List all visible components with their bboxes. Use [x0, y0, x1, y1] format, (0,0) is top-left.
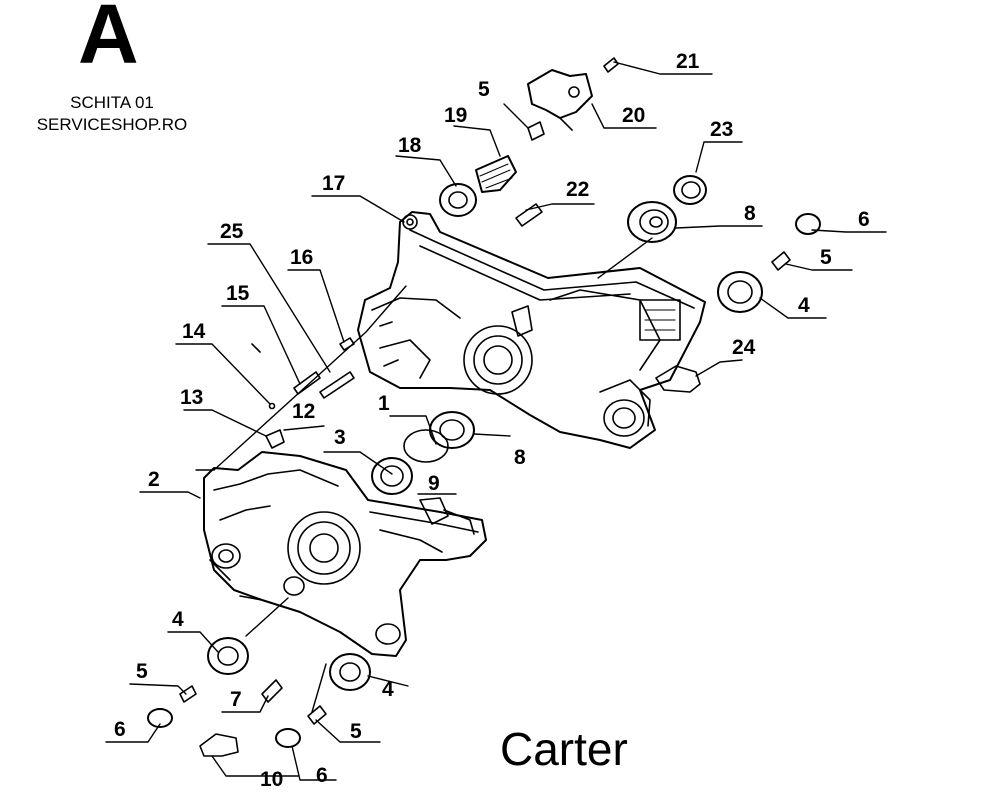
crankcase-left-half	[203, 451, 487, 657]
callout-4-right: 4	[798, 294, 810, 317]
callout-25: 25	[220, 220, 244, 243]
callout-5-top: 5	[478, 78, 490, 101]
screw-5-lower-left	[179, 685, 197, 703]
callout-4-lower-right: 4	[382, 678, 394, 701]
callout-16: 16	[290, 246, 313, 269]
callout-20: 20	[622, 104, 645, 127]
callout-1: 1	[378, 392, 390, 415]
bearing-8-upper	[627, 201, 677, 243]
bracket-20	[527, 69, 593, 131]
screw-5-right	[771, 251, 791, 271]
pin-14	[251, 343, 276, 410]
callout-13: 13	[180, 386, 203, 409]
callout-14: 14	[182, 320, 206, 343]
callout-5-lower-right: 5	[350, 720, 362, 743]
callout-24: 24	[732, 336, 756, 359]
screw-21	[603, 57, 619, 73]
crankcase-right-half	[357, 211, 706, 449]
screw-7	[261, 679, 283, 703]
cap-6-right	[795, 213, 821, 235]
callout-21: 21	[676, 50, 700, 73]
leader-lines	[105, 61, 887, 781]
callout-8-upper: 8	[744, 202, 756, 225]
bracket-24	[655, 365, 701, 393]
callout-12: 12	[292, 400, 315, 423]
mount-4-lower-left	[207, 637, 249, 675]
callout-labels: 21 5 20 19 18 23 17 22 8 6 25 16 5 4 15 …	[114, 50, 870, 791]
bearing-8-lower	[429, 411, 475, 449]
seal-23	[673, 175, 707, 205]
callout-5-right: 5	[820, 246, 832, 269]
seal-18	[439, 183, 477, 217]
cap-6-lower-right	[275, 728, 301, 748]
callout-6-lower-left: 6	[114, 718, 126, 741]
scheme-label: SCHITA 01	[70, 93, 154, 112]
callout-8-lower: 8	[514, 446, 526, 469]
diagram-letter: A	[78, 0, 139, 81]
callout-6-lower-right: 6	[316, 764, 328, 787]
callout-7: 7	[230, 688, 242, 711]
spring-19	[475, 155, 517, 193]
seal-3	[371, 457, 413, 495]
mount-4-right	[717, 271, 763, 313]
callout-19: 19	[444, 104, 467, 127]
fitting-13	[265, 429, 285, 449]
callout-17: 17	[322, 172, 345, 195]
callout-9: 9	[428, 472, 440, 495]
callout-3: 3	[334, 426, 346, 449]
callout-4-lower-left: 4	[172, 608, 184, 631]
callout-15: 15	[226, 282, 250, 305]
source-label: SERVICESHOP.RO	[36, 115, 188, 134]
callout-10: 10	[260, 768, 283, 791]
callout-5-lower-left: 5	[136, 660, 148, 683]
screw-5-top	[527, 121, 545, 141]
callout-6-right: 6	[858, 208, 870, 231]
callout-23: 23	[710, 118, 733, 141]
dowel-pins-15-16	[293, 337, 355, 399]
bracket-10	[199, 733, 239, 757]
mount-4-lower-right	[329, 653, 371, 691]
screw-5-lower-right	[307, 705, 327, 725]
o-ring-1	[403, 429, 449, 463]
callout-18: 18	[398, 134, 422, 157]
callout-2: 2	[148, 468, 160, 491]
diagram-subtitle: SCHITA 01 SERVICESHOP.RO	[22, 92, 202, 136]
callout-22: 22	[566, 178, 589, 201]
diagram-caption: Carter	[500, 723, 628, 775]
cap-6-lower-left	[147, 708, 173, 728]
